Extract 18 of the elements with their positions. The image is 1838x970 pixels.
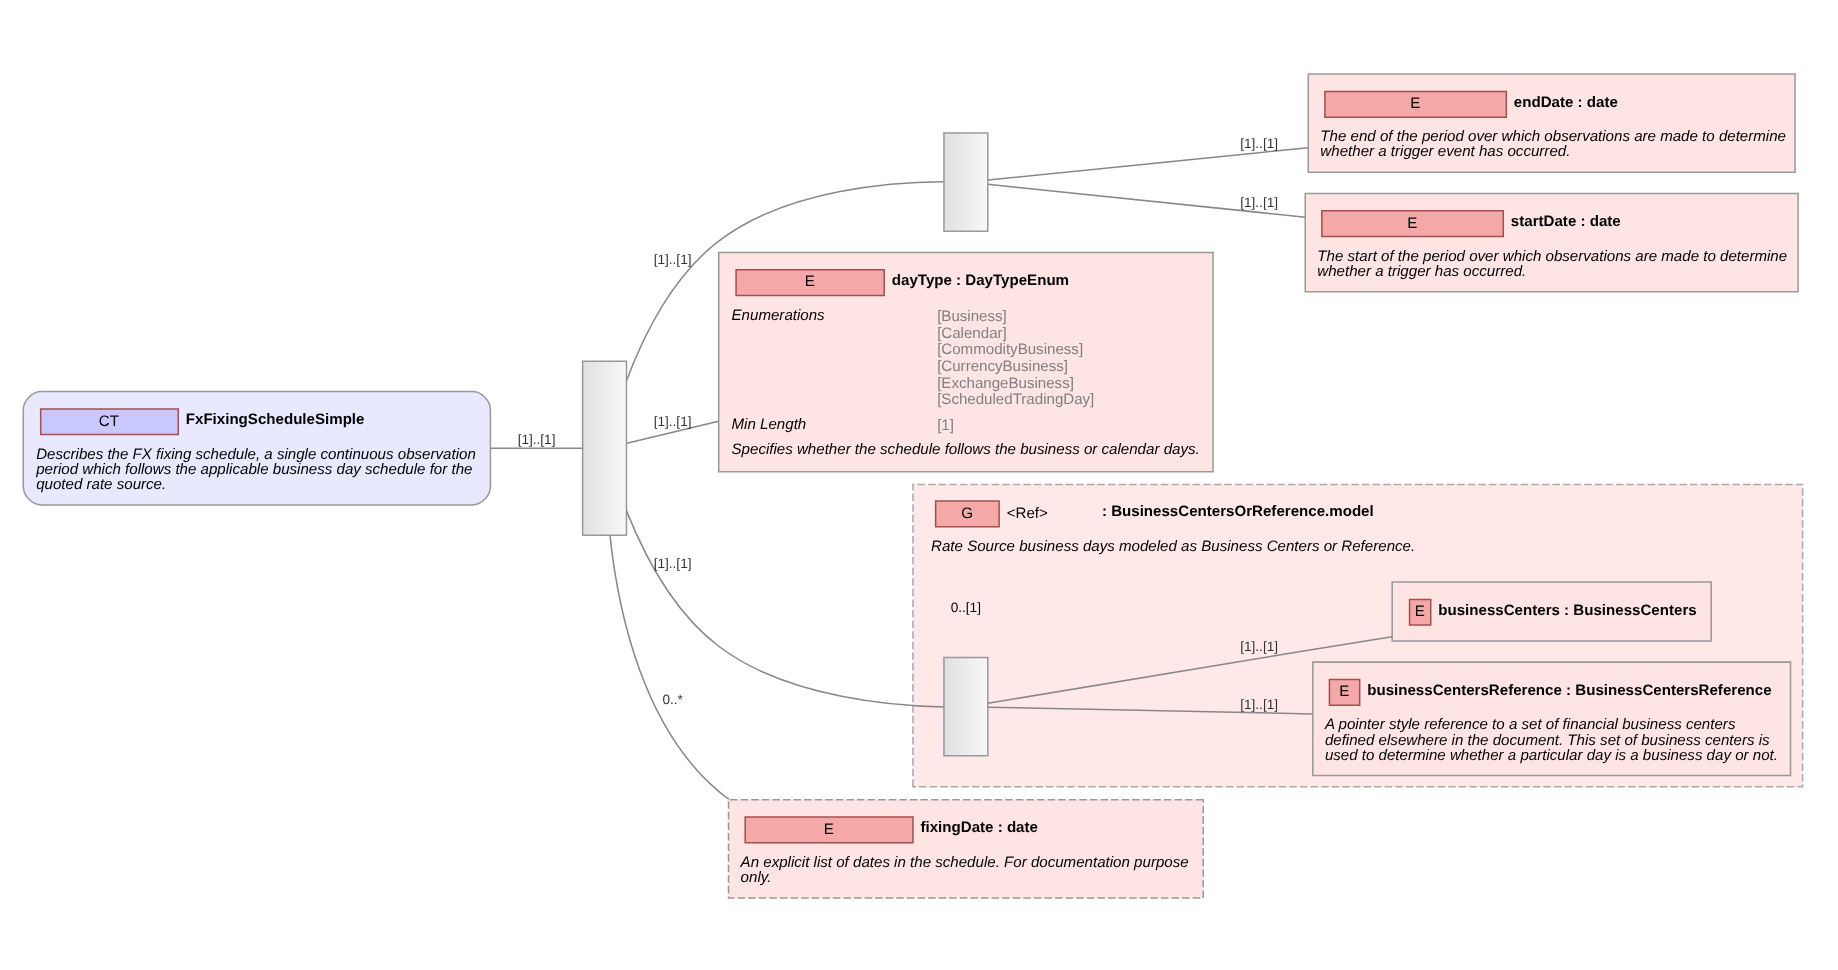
- node-box: E dayType : DayTypeEnum Enumerations [Business] [Calendar] [CommodityBusiness] [CurrencyBusiness] [ExchangeBusiness] [ScheduledTradingDay] Min Length [1] Specifies whether the schedule follows the business or calendar days.: [717, 250, 1214, 472]
- node-box: E endDate : date The end of the period over which observations are made to determine whether a trigger event has occurred.: [1307, 72, 1796, 173]
- connector: [489, 446, 584, 448]
- connector: [609, 533, 730, 800]
- node-box: E businessCentersReference : BusinessCentersReference A pointer style reference to a set of financial business centers defined elsewhere in the document. This set of business centers is used to determine whether a particular day is a business day or not.: [1312, 660, 1792, 776]
- connector: [625, 509, 945, 707]
- node-box: [943, 131, 989, 232]
- connector: [625, 179, 945, 380]
- node-box: [943, 655, 989, 756]
- connector: [987, 145, 1309, 180]
- connector: [987, 182, 1306, 217]
- node-box: E fixingDate : date An explicit list of dates in the schedule. For documentation purpose only.: [727, 797, 1204, 898]
- node-box: CT FxFixingScheduleSimple Describes the FX fixing schedule, a single continuous observation period which follows the applicable business day schedule for the quoted rate source.: [22, 389, 492, 505]
- connector: [987, 705, 1314, 714]
- node-box: E startDate : date The start of the period over which observations are made to determine whether a trigger has occurred.: [1304, 191, 1799, 292]
- connector: [626, 419, 720, 443]
- node-box: E businessCenters : BusinessCenters: [1391, 580, 1712, 641]
- node-box: [581, 359, 628, 535]
